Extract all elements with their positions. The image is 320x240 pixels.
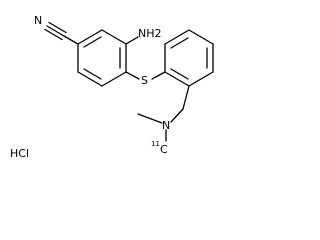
- ring-b-double-3: [170, 68, 189, 80]
- amino-label: NH2: [138, 27, 162, 40]
- amino-group: NH2: [125, 27, 162, 45]
- methylene-bond: [182, 85, 190, 110]
- sulfur-label: S: [141, 74, 148, 87]
- labeled-carbon-label: C: [160, 143, 168, 156]
- ring-a-double-3: [83, 68, 102, 80]
- ring-a-bond-4: [101, 71, 127, 87]
- isotope-mass-label: 11: [151, 140, 160, 148]
- chemical-structure: N NH2 S N 11 C HCl: [10, 14, 214, 160]
- ring-b-bond-5: [188, 71, 214, 87]
- nitrile-group: N: [34, 14, 79, 45]
- nitrile-n-label: N: [34, 14, 42, 27]
- ch2-n-bond: [170, 108, 184, 123]
- ring-a-bond-5: [77, 71, 103, 87]
- ring-a-double-1: [83, 36, 102, 48]
- ring-b-double-1: [170, 37, 189, 49]
- amine-n-label: N: [162, 119, 170, 132]
- thioether-bridge: S: [125, 71, 166, 87]
- benzonitrile-ring: [77, 29, 127, 87]
- nitrile-triple-bond-3: [44, 28, 63, 41]
- nitrile-triple-bond-2: [48, 21, 67, 34]
- ring-b-bond-3: [188, 29, 214, 45]
- ring-b-bond-2: [164, 29, 190, 45]
- nitrile-single-bond: [63, 35, 79, 45]
- sulfur-bond-left: [125, 71, 140, 80]
- ring-a-bond-1: [77, 29, 103, 45]
- sulfur-bond-right: [151, 71, 166, 80]
- nitrile-triple-bond-1: [46, 25, 65, 37]
- ring-a-bond-2: [101, 29, 127, 45]
- benzyl-ring: [164, 29, 214, 87]
- dimethylaminomethyl-group: N 11 C: [137, 85, 190, 156]
- hcl-salt-label: HCl: [10, 147, 29, 160]
- amino-bond: [125, 36, 139, 45]
- ring-b-bond-6: [164, 71, 190, 87]
- n-methyl-bond: [137, 113, 163, 124]
